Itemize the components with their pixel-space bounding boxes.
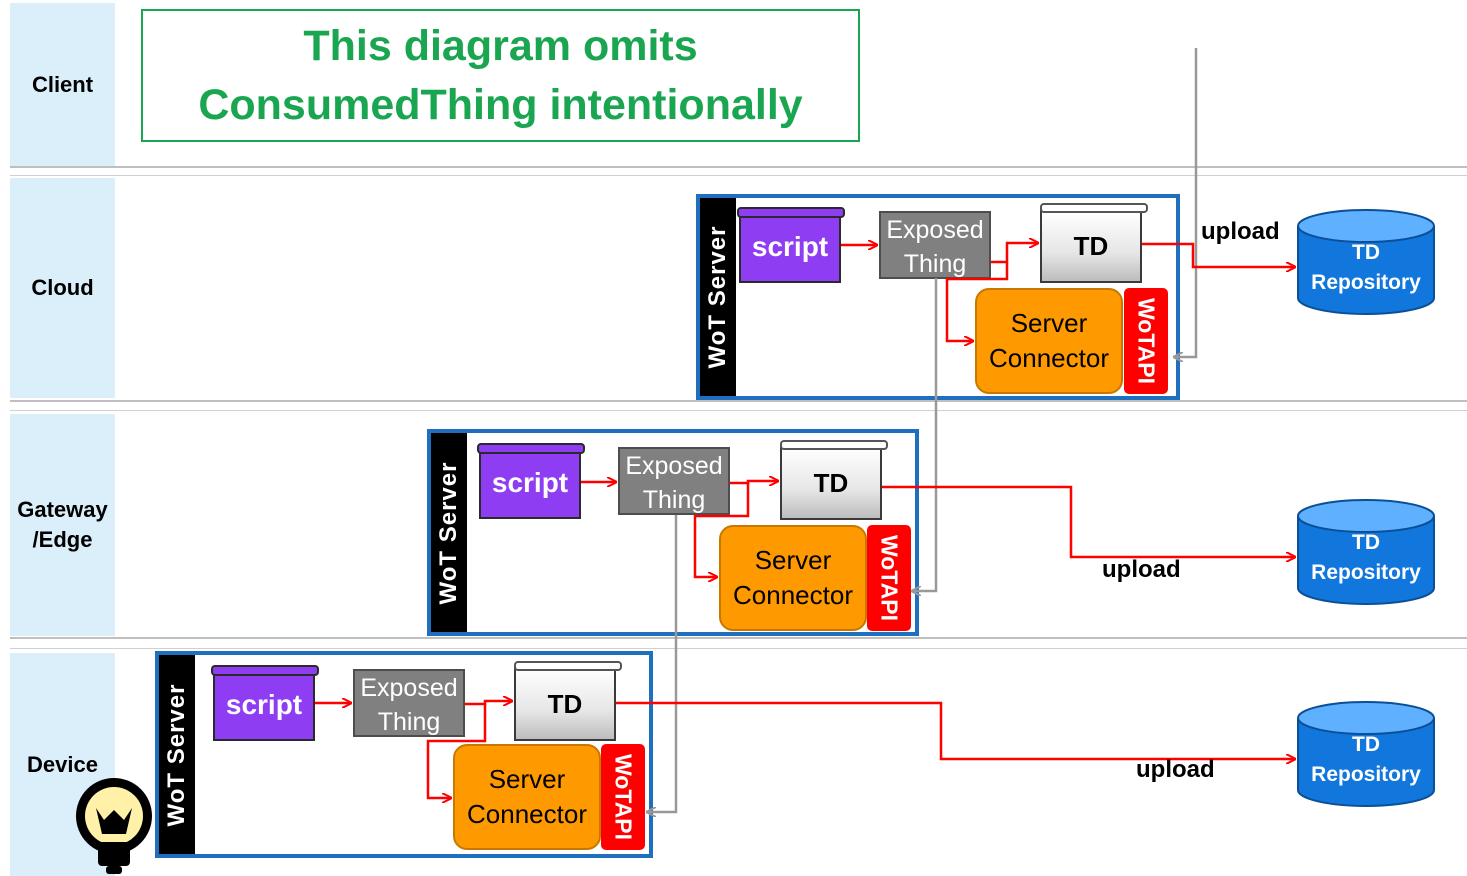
td-label: TD [547,688,583,719]
device-exposed-thing: Exposed Thing [353,669,465,737]
note-text: This diagram omits ConsumedThing intenti… [198,21,803,129]
gateway-exposed-to-connector-arrow [693,483,750,577]
script-label: script [225,689,303,720]
cloud-exposed-thing: Exposed Thing [879,211,991,279]
gateway-script: script [477,443,585,519]
cloud-td: TD [1040,203,1148,283]
script-label: script [491,467,569,498]
td-label: TD [1073,230,1109,261]
database-icon [1297,701,1435,807]
lightbulb-icon [76,778,152,874]
device-wot-api: WoTAPI [601,744,645,850]
upload-label-cloud: upload [1201,218,1280,245]
gateway-td: TD [780,440,888,520]
server-tab: WoT Server [431,433,467,632]
cloud-script: script [737,207,845,283]
server-tab: WoT Server [700,198,736,396]
database-icon [1297,499,1435,605]
cloud-td-upload-arrow [1142,242,1295,267]
lane-separator [10,175,1467,176]
device-exposed-to-td-arrow [465,701,512,704]
connector-label: Server Connector [989,308,1109,373]
connector-label: Server Connector [467,764,587,829]
device-server-connector: Server Connector [453,744,601,850]
exposed-thing-label: Exposed Thing [360,674,458,736]
server-tab: WoT Server [159,655,195,854]
gateway-wot-api: WoTAPI [867,525,911,631]
device-td: TD [514,661,622,741]
upload-label-gateway: upload [1102,556,1181,583]
gateway-server-connector: Server Connector [719,525,867,631]
upload-label-device: upload [1136,756,1215,783]
device-exposed-to-connector-arrow [426,704,487,798]
script-label: script [751,231,829,262]
cloud-exposed-to-td-arrow [991,243,1038,264]
lane-separator [10,648,1467,649]
lane-client-label: Client [10,3,115,166]
lane-separator [10,400,1467,402]
gateway-exposed-to-td-arrow [730,481,778,483]
cloud-to-gateway-api-line [912,278,938,591]
lane-separator [10,637,1467,639]
exposed-thing-label: Exposed Thing [625,452,723,514]
gateway-td-upload-arrow [882,485,1295,557]
td-label: TD [813,467,849,498]
note-box: This diagram omits ConsumedThing intenti… [141,9,860,142]
cloud-server-connector: Server Connector [975,288,1123,394]
connector-label: Server Connector [733,545,853,610]
lane-separator [10,166,1467,168]
gateway-exposed-thing: Exposed Thing [618,447,730,515]
device-script: script [211,665,319,741]
cloud-wot-api: WoTAPI [1124,288,1168,394]
cloud-exposed-to-connector-arrow [945,262,1009,341]
lane-separator [10,410,1467,411]
lane-cloud-label: Cloud [10,178,115,398]
database-icon [1297,209,1435,315]
client-to-cloud-api-line [1174,48,1198,357]
gateway-to-device-api-line [647,515,678,812]
exposed-thing-label: Exposed Thing [886,216,984,278]
lane-gateway-label: Gateway /Edge [10,414,115,636]
device-td-upload-arrow [616,701,1295,759]
